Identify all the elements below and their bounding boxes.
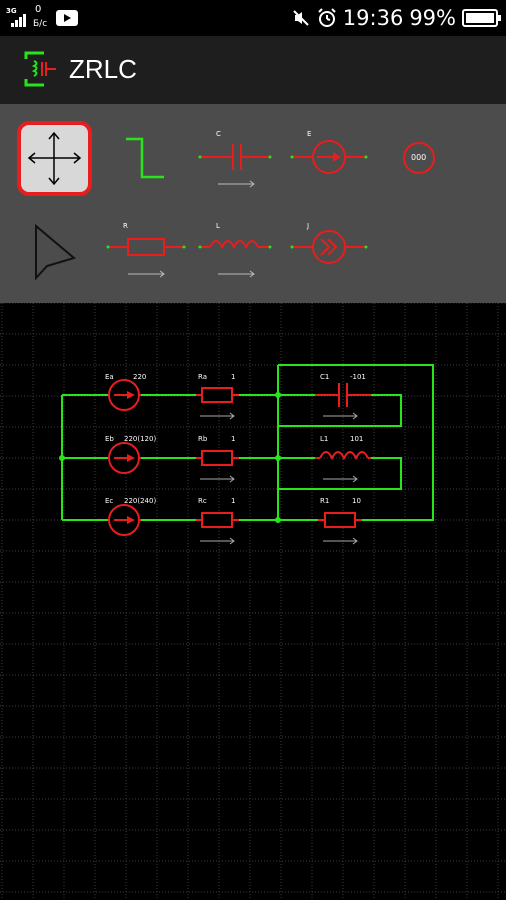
circuit-diagram[interactable] xyxy=(0,303,506,900)
clock: 19:36 xyxy=(342,6,404,30)
resistor-a[interactable] xyxy=(196,387,239,403)
meter-label: 000 xyxy=(411,153,427,162)
resistor-b[interactable] xyxy=(196,450,239,466)
current-source-icon xyxy=(290,230,368,264)
resistor-icon xyxy=(106,238,186,278)
pointer-icon xyxy=(35,223,77,281)
current-source-label: J xyxy=(307,222,310,230)
wire-tool-button[interactable] xyxy=(122,136,168,182)
resistor-c-name: Rc xyxy=(198,497,207,505)
resistor-a-name: Ra xyxy=(198,373,207,381)
emf-label: E xyxy=(307,130,312,138)
load-c1-name: C1 xyxy=(320,373,330,381)
resistor-a-value: 1 xyxy=(231,373,236,381)
emf-source-c[interactable] xyxy=(108,504,141,536)
resistor-r1[interactable] xyxy=(318,512,362,528)
battery-percent: 99% xyxy=(409,6,456,30)
app-logo-icon xyxy=(24,51,56,87)
capacitor-label: C xyxy=(216,130,221,138)
resistor-c[interactable] xyxy=(196,512,239,528)
inductor-icon xyxy=(198,240,272,278)
junctions xyxy=(59,392,281,523)
inductor-l1[interactable] xyxy=(315,451,371,461)
emf-source-b[interactable] xyxy=(108,442,141,474)
move-tool-button[interactable] xyxy=(17,121,92,196)
source-a-value: 220 xyxy=(133,373,147,381)
circuit-canvas[interactable]: Ea 220 Ra 1 C1 -101 Eb 220(120) Rb 1 L1 … xyxy=(0,303,506,900)
component-palette: C E 000 R xyxy=(0,104,506,303)
resistor-b-name: Rb xyxy=(198,435,208,443)
source-b-value: 220(120) xyxy=(124,435,157,443)
load-r1-name: R1 xyxy=(320,497,330,505)
capacitor-tool-button[interactable]: C xyxy=(198,128,274,190)
inductor-label: L xyxy=(216,222,220,230)
pointer-tool-button[interactable] xyxy=(30,222,80,284)
load-l1-value: 101 xyxy=(350,435,364,443)
wire-icon xyxy=(126,137,164,179)
inductor-tool-button[interactable]: L xyxy=(198,220,274,282)
app-title: ZRLC xyxy=(69,54,137,84)
emf-source-a[interactable] xyxy=(108,379,141,411)
move-icon xyxy=(27,131,82,186)
load-l1-name: L1 xyxy=(320,435,329,443)
battery-icon xyxy=(462,9,501,27)
resistor-tool-button[interactable]: R xyxy=(106,220,186,282)
sim-signal-icon: 3G xyxy=(6,7,28,29)
source-c-name: Ec xyxy=(105,497,114,505)
capacitor-icon xyxy=(198,144,272,188)
meter-icon xyxy=(403,142,435,174)
capacitor-c1[interactable] xyxy=(315,383,371,407)
current-arrows xyxy=(200,412,358,545)
data-rate: Б/с xyxy=(33,19,48,29)
grid xyxy=(0,303,506,900)
resistor-c-value: 1 xyxy=(231,497,236,505)
emf-source-tool-button[interactable]: E xyxy=(290,128,368,190)
data-icon: 0 Б/с xyxy=(33,4,51,32)
data-counter: 0 xyxy=(35,4,42,15)
action-bar: ZRLC xyxy=(0,36,506,104)
meter-tool-button[interactable]: 000 xyxy=(401,140,437,176)
resistor-b-value: 1 xyxy=(231,435,236,443)
source-a-name: Ea xyxy=(105,373,114,381)
load-c1-value: -101 xyxy=(350,373,366,381)
alarm-icon xyxy=(318,8,336,27)
load-r1-value: 10 xyxy=(352,497,361,505)
emf-source-icon xyxy=(290,140,368,174)
youtube-icon xyxy=(56,10,78,26)
source-b-name: Eb xyxy=(105,435,114,443)
resistor-label: R xyxy=(123,222,128,230)
mute-icon xyxy=(293,10,309,26)
current-source-tool-button[interactable]: J xyxy=(290,220,368,282)
source-c-value: 220(240) xyxy=(124,497,157,505)
status-bar: 3G 0 Б/с 19:36 99% xyxy=(0,0,506,36)
wires xyxy=(61,364,434,521)
